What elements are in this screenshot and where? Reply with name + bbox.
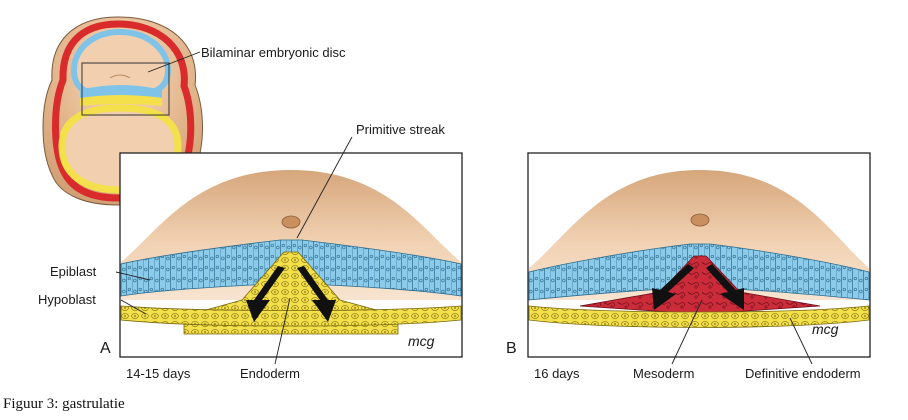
panel-b-arrow-left — [652, 264, 694, 310]
panel-b-age: 16 days — [534, 366, 580, 381]
panel-a-arrow-left — [246, 266, 285, 322]
panel-a-arrow-right — [297, 266, 336, 322]
disc-hypoblast — [80, 95, 162, 106]
label-endoderm: Endoderm — [240, 366, 300, 381]
label-epiblast: Epiblast — [50, 264, 97, 279]
panel-a-letter: A — [100, 340, 111, 357]
zoom-box — [81, 62, 170, 116]
disc-epiblast — [80, 85, 162, 98]
panel-b-primitive-pit — [690, 213, 710, 227]
panel-b-signature: mcg — [812, 321, 839, 337]
panel-b — [527, 152, 871, 365]
label-mesoderm: Mesoderm — [633, 366, 694, 381]
figure-caption: Figuur 3: gastrulatie — [3, 396, 125, 412]
panel-b-definitive-endoderm — [528, 305, 870, 328]
label-primitive-streak: Primitive streak — [356, 122, 445, 137]
panel-a — [115, 136, 463, 365]
panel-a-age: 14-15 days — [126, 366, 191, 381]
label-definitive-endoderm: Definitive endoderm — [745, 366, 861, 381]
panel-b-letter: B — [506, 340, 517, 357]
label-bilaminar-disc: Bilaminar embryonic disc — [201, 45, 346, 60]
panel-a-hypoblast — [120, 305, 462, 327]
label-hypoblast: Hypoblast — [38, 292, 96, 307]
embryo-overview — [42, 16, 203, 206]
panel-a-primitive-pit — [281, 215, 301, 229]
gastrulation-diagram: Bilaminar embryonic disc Primitive strea… — [38, 16, 871, 381]
panel-b-mesoderm — [579, 255, 821, 315]
panel-a-signature: mcg — [408, 333, 435, 349]
panel-b-arrow-right — [706, 264, 744, 310]
red-ring — [52, 20, 195, 202]
